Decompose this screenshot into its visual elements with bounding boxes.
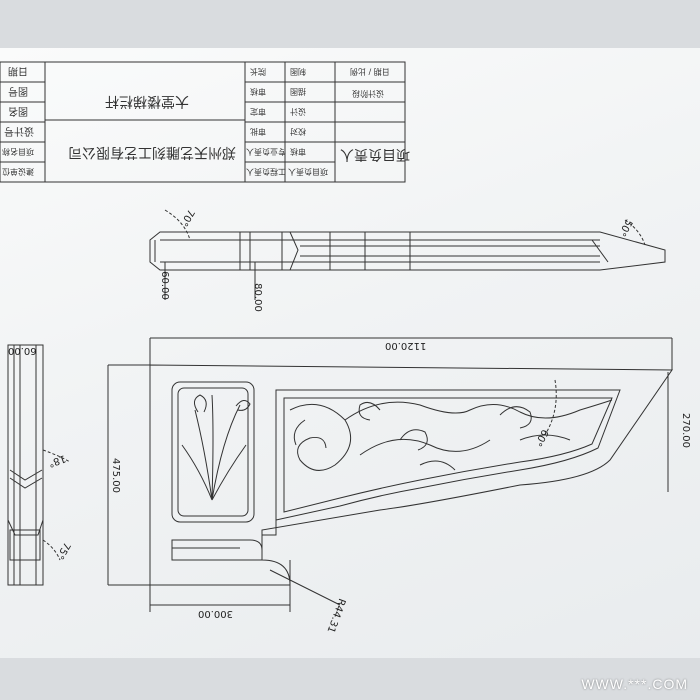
- dim-top-thk-2: 80.00: [251, 283, 263, 312]
- dim-height-total: 475.00: [110, 458, 121, 493]
- tb-left-0: 日期: [8, 65, 28, 76]
- dim-width-total: 1120.00: [385, 340, 427, 351]
- tb-sign-b-5: 项目负责人: [288, 167, 328, 176]
- dim-side-60: 60.00: [8, 345, 37, 356]
- tb-sign-a-1: 审核: [250, 87, 266, 96]
- dim-base-width: 300.00: [198, 608, 233, 619]
- tb-sign-b-1: 描图: [290, 87, 306, 96]
- tb-left-3: 设计号: [4, 125, 34, 136]
- dim-right-height: 270.00: [680, 413, 691, 448]
- tb-sign-b-3: 校对: [290, 127, 306, 136]
- left-side-view: [7, 344, 71, 586]
- tb-sign-a-3: 审批: [250, 127, 266, 136]
- tb-sign-a-5: 工程负责人: [246, 167, 286, 176]
- drawing-paper: [0, 48, 700, 658]
- watermark: WWW.***.COM: [581, 676, 688, 692]
- tb-sign-a-0: 院长: [250, 67, 266, 76]
- tb-sign-a-2: 审定: [250, 107, 266, 116]
- tb-left-5: 建设单位: [2, 167, 34, 176]
- tb-sign-b-0: 制图: [290, 67, 306, 76]
- tb-left-1: 图号: [8, 85, 28, 96]
- tb-sign-b-2: 设计: [290, 107, 306, 116]
- tb-sign-b-4: 审核: [290, 147, 306, 156]
- top-rail-view: [149, 209, 666, 300]
- tb-sign-a-4: 专业负责人: [246, 147, 286, 156]
- tb-left-2: 图名: [8, 105, 28, 116]
- main-elevation-view: [107, 337, 673, 612]
- dim-top-thk-1: 60.00: [158, 271, 170, 300]
- drawing-label: 项目负责人: [340, 146, 410, 162]
- project-name: 大堂楼梯栏杆: [105, 93, 189, 109]
- tb-small-1: 日期 / 比例: [350, 67, 390, 76]
- tb-left-4: 项目名称: [2, 147, 34, 156]
- tb-small-2: 设计阶段: [352, 89, 384, 98]
- company-name: 郑州天艺雕刻工艺有限公司: [68, 144, 236, 160]
